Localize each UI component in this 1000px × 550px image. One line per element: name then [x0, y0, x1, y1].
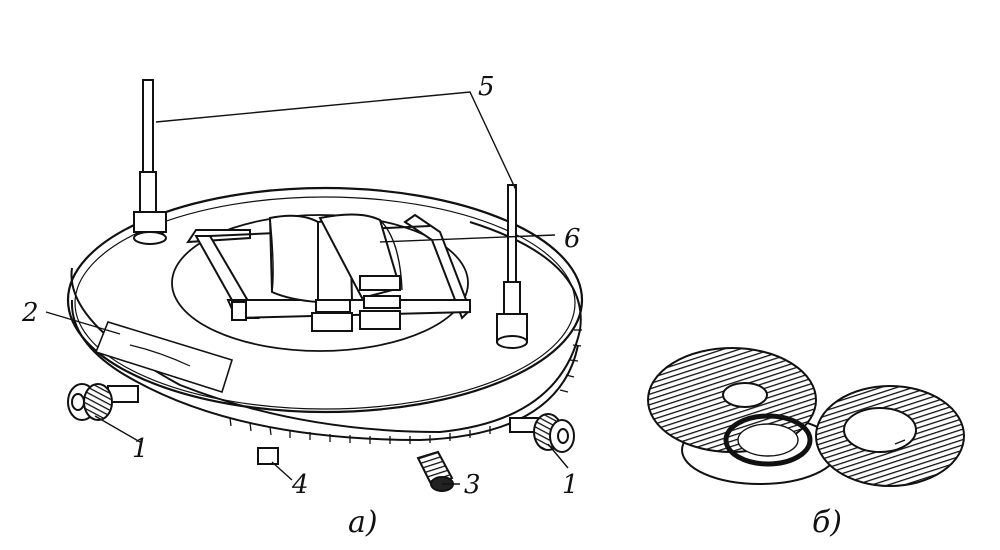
label-6: 6 [564, 224, 581, 254]
central-recess [171, 214, 469, 352]
label-3: 3 [464, 470, 481, 500]
label-1-right: 1 [562, 470, 579, 500]
disc-ring [723, 413, 813, 467]
label-1-left: 1 [132, 434, 149, 464]
knob-right [509, 413, 575, 453]
clamp-4 [257, 447, 279, 465]
scale-ticks [229, 329, 582, 444]
label-2: 2 [22, 298, 39, 328]
leader-lines [45, 91, 569, 485]
caption-b: б) [812, 505, 843, 540]
caption-a: а) [348, 505, 378, 540]
knob-left [67, 383, 139, 421]
label-plate [94, 321, 234, 394]
stage-top-disc [66, 186, 584, 414]
post-right [496, 184, 528, 349]
stage-base-rim [70, 299, 579, 442]
label-4: 4 [292, 470, 309, 500]
crystal-blocks [268, 213, 403, 332]
screw-3 [416, 450, 454, 492]
disc-set [647, 347, 965, 487]
stage-top-disc-inner [74, 196, 576, 410]
rotary-stage [45, 79, 584, 492]
label-5: 5 [478, 72, 495, 102]
post-left [133, 79, 167, 245]
